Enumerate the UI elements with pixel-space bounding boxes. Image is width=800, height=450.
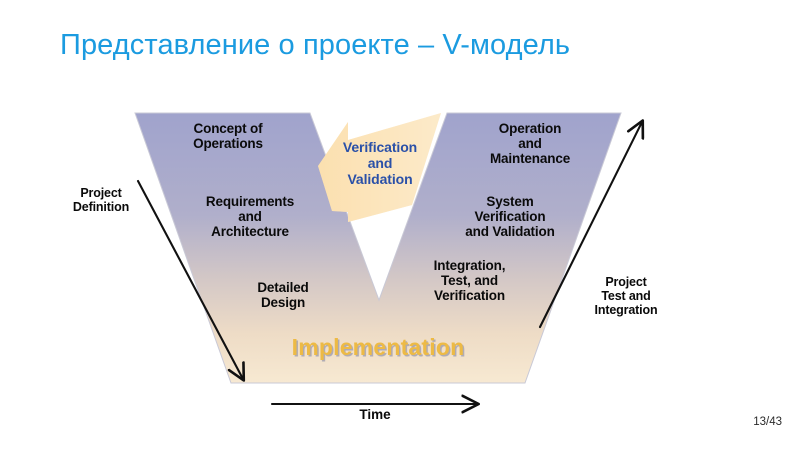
v-body-shape xyxy=(134,112,622,384)
page-title: Представление о проекте – V-модель xyxy=(60,29,571,61)
stage-concept-of-operations: Concept of Operations xyxy=(193,121,263,152)
stage-requirements-and-architecture: Requirements and Architecture xyxy=(205,194,295,240)
implementation-label: Implementation xyxy=(291,334,465,360)
project-definition-arrow xyxy=(136,179,243,379)
stage-integration-test-and-verification: Integration, Test, and Verification xyxy=(433,258,506,304)
verification-validation-label: Verification and Validation xyxy=(342,139,418,187)
verification-validation-arrow xyxy=(318,113,441,222)
project-definition-label: Project Definition xyxy=(72,186,130,214)
time-axis-label: Time xyxy=(359,407,391,422)
page-number: 13/43 xyxy=(753,416,782,428)
stage-system-verification-and-validation: System Verification and Validation xyxy=(465,194,555,240)
stage-detailed-design: Detailed Design xyxy=(257,280,309,311)
stage-operation-and-maintenance: Operation and Maintenance xyxy=(489,121,571,167)
project-test-integration-label: Project Test and Integration xyxy=(594,275,658,317)
project-test-integration-arrow xyxy=(538,122,642,329)
